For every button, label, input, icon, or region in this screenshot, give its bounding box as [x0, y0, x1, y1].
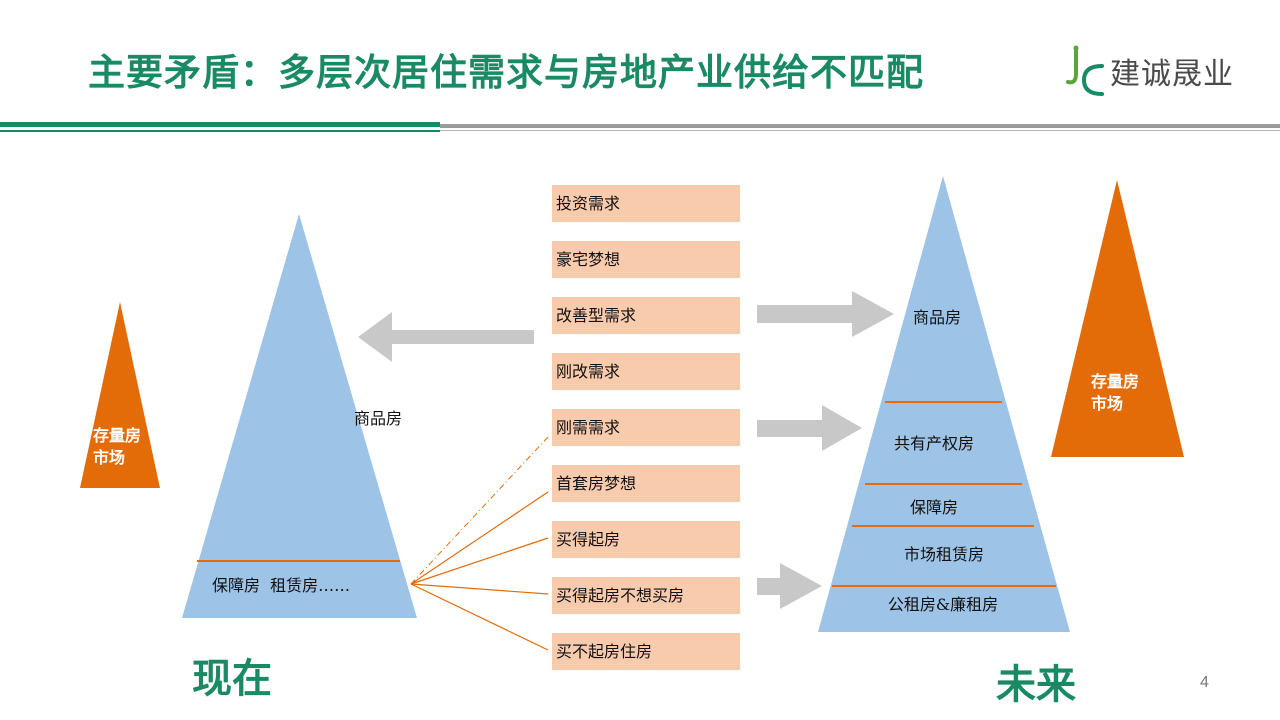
future-stock-label: 存量房 市场: [1091, 372, 1140, 413]
present-bottom-label: 保障房 租赁房……: [212, 576, 351, 595]
demand-box-affordable: 买得起房: [552, 521, 740, 558]
present-label: 现在: [192, 656, 272, 702]
present-top-label: 商品房: [354, 409, 403, 428]
slide-title: 主要矛盾：多层次居住需求与房地产业供给不匹配: [88, 51, 924, 94]
header-rule-green: [0, 122, 440, 127]
page-number: 4: [1200, 674, 1209, 691]
header-rule-gray-thin: [440, 130, 1280, 131]
company-logo: 建诚晟业: [1062, 44, 1234, 98]
demand-box-rigid-improvement: 刚改需求: [552, 353, 740, 390]
future-tier-public-rental: 公租房&廉租房: [887, 595, 999, 614]
fan-line-2: [410, 537, 549, 585]
fan-line-dashed: [410, 436, 549, 585]
fan-line-3: [410, 583, 549, 595]
present-pyramid: [182, 214, 417, 618]
header-rule-gray: [440, 124, 1280, 128]
jc-logo-icon: [1066, 45, 1104, 96]
demand-box-affordable-not-buying: 买得起房不想买房: [552, 577, 740, 614]
logo-text: 建诚晟业: [1110, 57, 1234, 92]
arrow-right-upper: [757, 291, 894, 337]
present-stock-triangle: [80, 302, 160, 488]
fan-line-1: [410, 491, 549, 585]
arrow-left: [358, 312, 534, 362]
header-rule-green-thin: [0, 130, 440, 132]
arrow-right-lower: [757, 563, 822, 609]
demand-box-luxury: 豪宅梦想: [552, 241, 740, 278]
demand-box-first-home: 首套房梦想: [552, 465, 740, 502]
demand-box-unaffordable: 买不起房住房: [552, 633, 740, 670]
future-pyramid: [818, 176, 1070, 632]
demand-box-improvement: 改善型需求: [552, 297, 740, 334]
future-tier-market-rental: 市场租赁房: [903, 545, 985, 564]
future-stock-triangle: [1051, 180, 1184, 457]
future-tier-affordable: 保障房: [909, 498, 959, 517]
future-label: 未来: [996, 662, 1076, 708]
future-tier-shared-ownership: 共有产权房: [893, 434, 975, 453]
present-stock-label: 存量房 市场: [93, 426, 142, 467]
fan-line-4: [410, 583, 549, 651]
future-tier-commercial: 商品房: [912, 308, 962, 327]
arrow-right-middle: [757, 405, 862, 451]
demand-box-rigid: 刚需需求: [552, 409, 740, 446]
demand-box-investment: 投资需求: [552, 185, 740, 222]
